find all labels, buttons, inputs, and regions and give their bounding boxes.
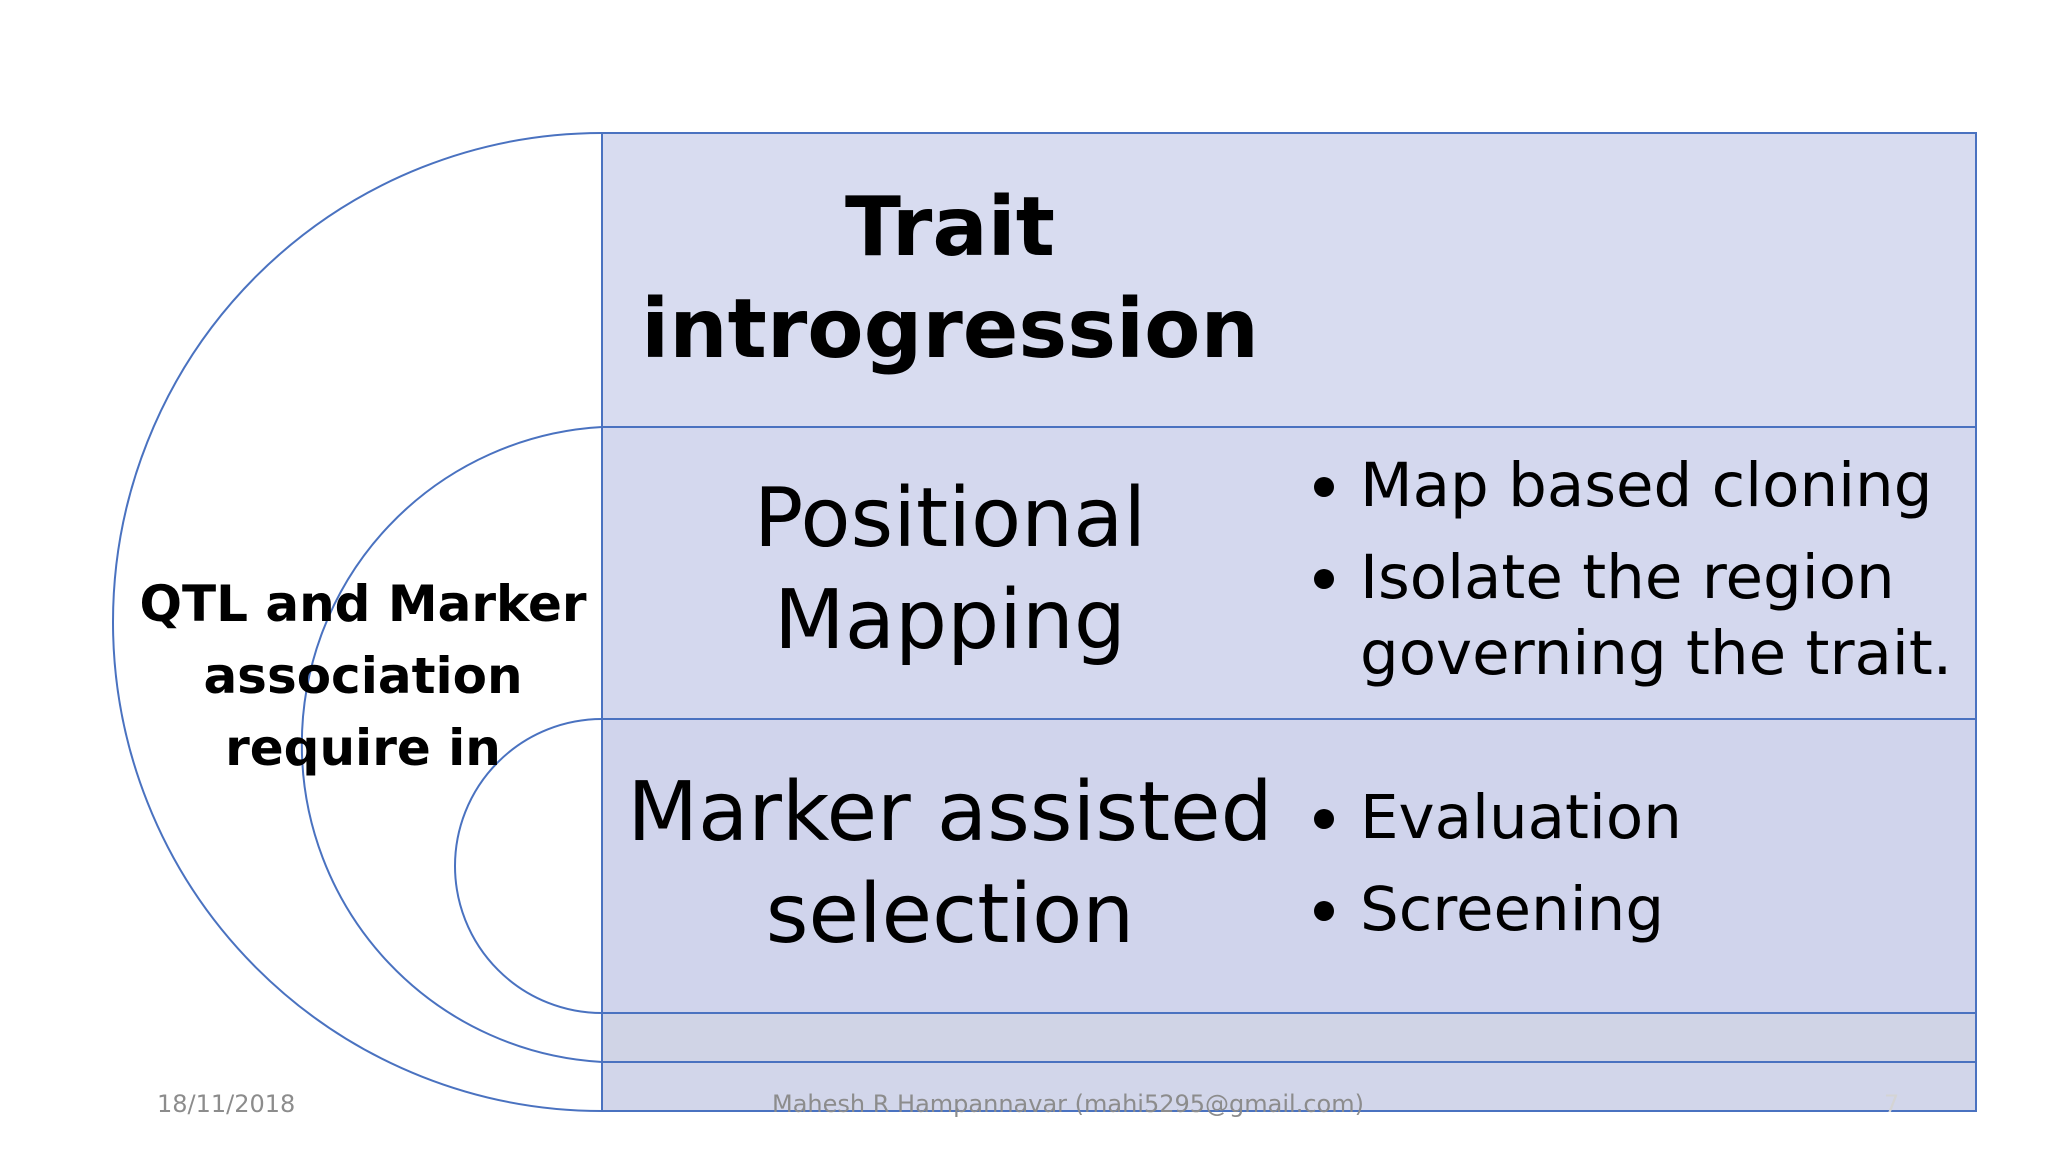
row-title-line: Trait <box>844 180 1055 275</box>
row-title-line: Mapping <box>774 573 1126 668</box>
band-rects <box>601 132 1977 1112</box>
left-label-line: require in <box>225 719 501 777</box>
bullet-list-marker-assisted-selection: Evaluation Screening <box>1310 780 2000 964</box>
left-label: QTL and Marker association require in <box>130 568 596 784</box>
arc-inner <box>454 718 603 1014</box>
left-label-line: QTL and Marker <box>139 575 587 633</box>
arc-middle <box>300 426 603 1063</box>
band-strip-lower <box>601 1012 1977 1063</box>
bullet-text: Evaluation <box>1360 782 1682 853</box>
bullet-text: governing the trait. <box>1360 618 1953 689</box>
bullet-item: Map based cloning <box>1310 448 2000 524</box>
row-title-trait-introgression: Trait introgression <box>610 177 1290 381</box>
arc-outer <box>112 132 603 1112</box>
bullet-text: Screening <box>1360 874 1665 945</box>
row-title-line: selection <box>765 867 1135 962</box>
row-title-positional-mapping: Positional Mapping <box>610 468 1290 672</box>
footer-author: Mahesh R Hampannavar (mahi5295@gmail.com… <box>772 1090 1364 1118</box>
band-trait-introgression <box>601 132 1977 428</box>
bullet-list-positional-mapping: Map based cloning Isolate the region gov… <box>1310 448 2000 708</box>
row-title-line: introgression <box>641 282 1259 377</box>
footer-date: 18/11/2018 <box>157 1090 296 1118</box>
band-positional-mapping <box>601 426 1977 720</box>
row-title-marker-assisted-selection: Marker assisted selection <box>610 762 1290 966</box>
row-title-line: Positional <box>753 471 1147 566</box>
bullet-item: Isolate the region governing the trait. <box>1310 540 2000 692</box>
row-title-line: Marker assisted <box>627 765 1273 860</box>
footer-page-number: 7 <box>1884 1090 1900 1118</box>
band-marker-assisted-selection <box>601 718 1977 1014</box>
left-label-line: association <box>203 647 523 705</box>
arcs <box>112 132 603 1112</box>
bullet-item: Evaluation <box>1310 780 2000 856</box>
bullet-text: Map based cloning <box>1360 450 1933 521</box>
bullet-item: Screening <box>1310 872 2000 948</box>
band-strip-bottom <box>601 1061 1977 1112</box>
bullet-text: Isolate the region <box>1360 542 1895 613</box>
